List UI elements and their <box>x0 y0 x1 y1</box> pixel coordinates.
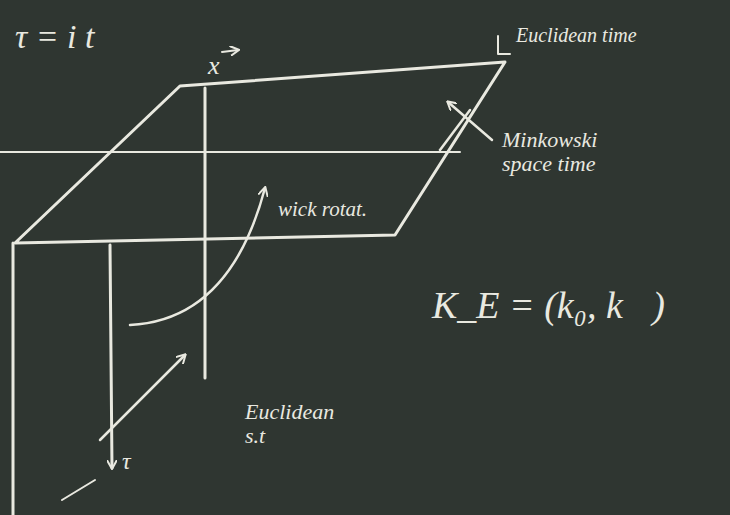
chalk-label: Minkowski space time <box>502 128 622 176</box>
chalk-label: x <box>208 52 220 81</box>
chalk-stroke <box>62 480 95 500</box>
pointer-arrow <box>448 102 492 140</box>
chalk-label: Euclidean time <box>516 24 637 46</box>
vertical-line <box>204 88 207 378</box>
chalk-label: τ = i t <box>15 18 95 55</box>
chalk-label: Euclidean s.t <box>245 400 335 448</box>
chalk-label: τ <box>122 448 131 474</box>
pointer-arrow <box>100 355 185 440</box>
wick-rotation-arrow <box>130 188 265 325</box>
vector-arrow <box>222 50 238 52</box>
cross-stroke <box>440 110 470 150</box>
tau-axis <box>110 245 112 468</box>
vertical-line <box>12 243 15 515</box>
horizon-line <box>0 151 460 153</box>
axis-tick <box>498 36 510 54</box>
chalk-label: wick rotat. <box>278 198 367 221</box>
chalk-label: K_E = (k₀, k⃗) <box>432 285 665 327</box>
